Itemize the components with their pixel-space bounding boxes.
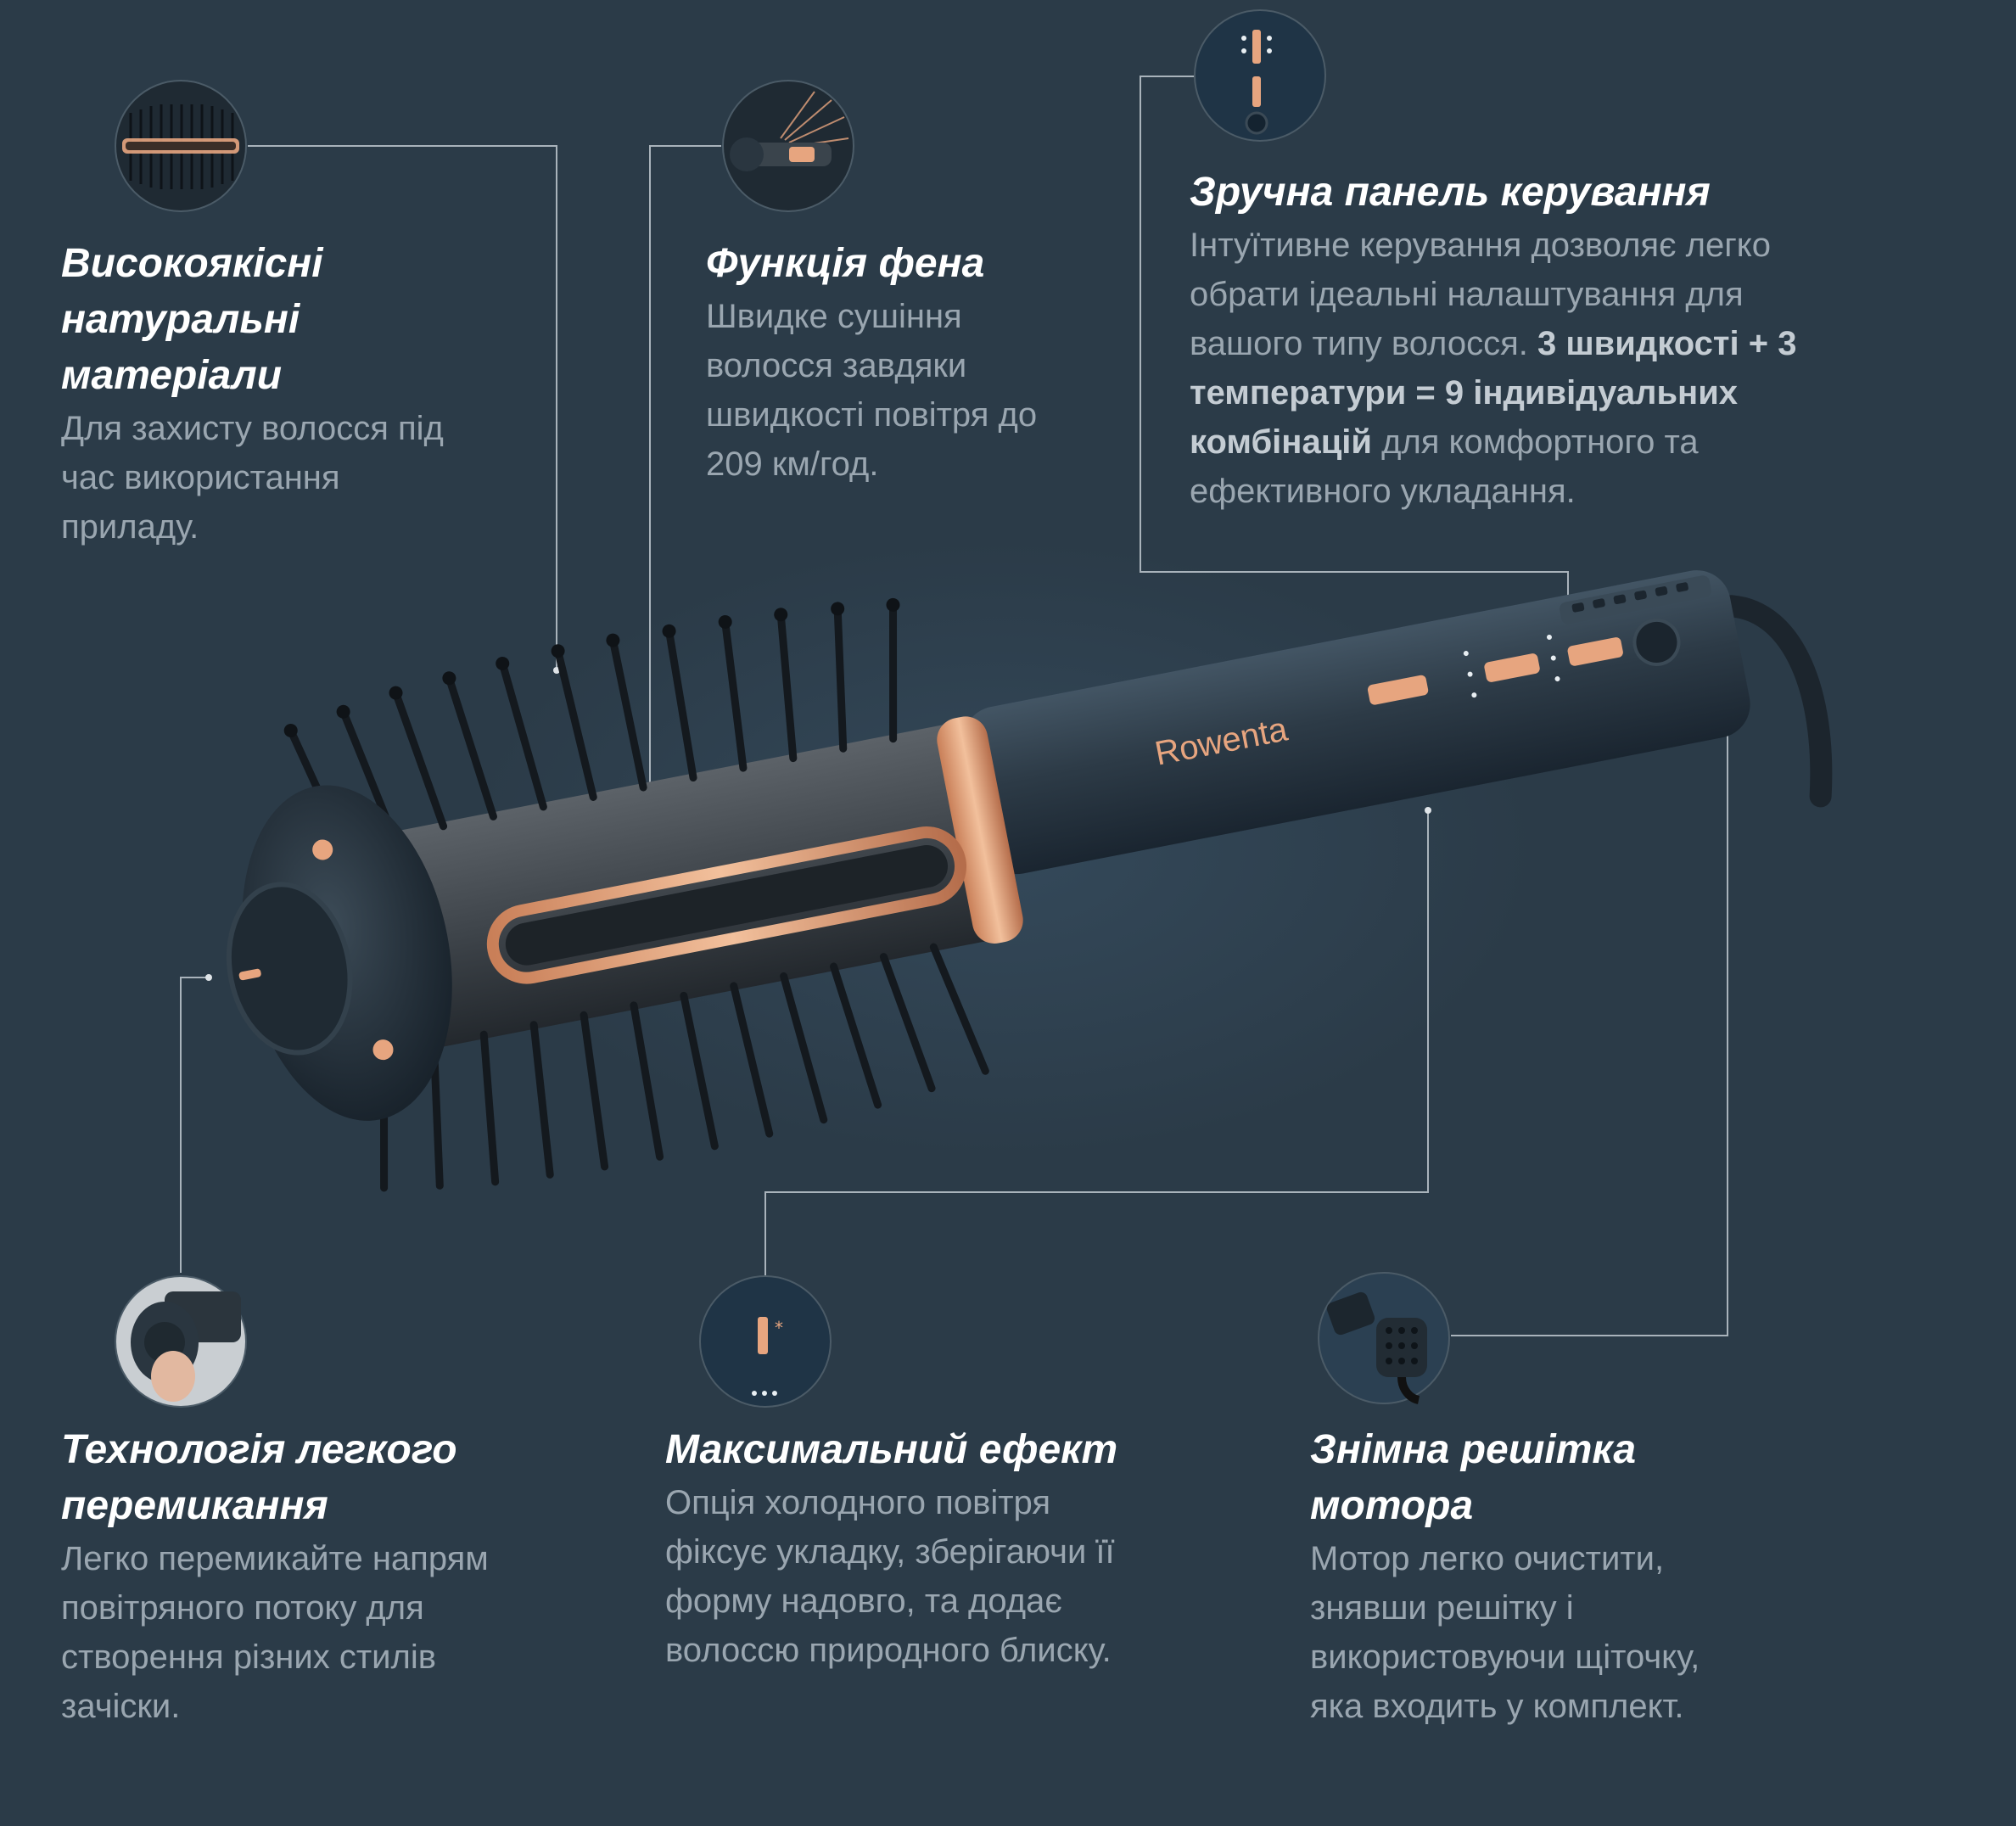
speed-button (1484, 653, 1540, 682)
motor-grille (1559, 575, 1711, 625)
feature-switch: Технологія легкого перемикання Легко пер… (61, 1422, 587, 1731)
feature-title: Знімна решітка мотора (1310, 1427, 1637, 1528)
thumb-cold-shot-icon: * (699, 1275, 832, 1408)
copper-vent (486, 826, 967, 984)
thumb-grille-icon (1318, 1272, 1450, 1404)
feature-title: Зручна панель керування (1190, 170, 1711, 215)
feature-control-panel: Зручна панель керування Інтуїтивне керув… (1190, 165, 1953, 516)
thumb-materials-icon (115, 80, 247, 212)
copper-band (937, 716, 1023, 944)
feature-description: Мотор легко очистити, знявши решітку і в… (1310, 1540, 1700, 1725)
handle (963, 570, 1750, 875)
cold-shot-button (1367, 675, 1429, 705)
callout-line-cold (764, 810, 1429, 1307)
callout-line-dryer (649, 145, 721, 870)
thumb-dryer-icon (722, 80, 854, 212)
bristles (287, 601, 989, 1192)
brush-barrel (297, 721, 1022, 1064)
feature-description: Швидке сушіння волосся завдяки швидкості… (706, 298, 1038, 483)
thumb-switch-icon (115, 1275, 247, 1408)
power-cord (1720, 595, 1833, 808)
callout-line-grille (1451, 642, 1728, 1336)
feature-description: Легко перемикайте напрям повітряного пот… (61, 1540, 489, 1725)
feature-description: Інтуїтивне керування дозволяє легко обра… (1190, 227, 1797, 510)
feature-description: Для захисту волосся під час використання… (61, 410, 444, 546)
rotation-knob (226, 882, 353, 1056)
feature-grille: Знімна решітка мотора Мотор легко очисти… (1310, 1422, 1836, 1731)
feature-title: Технологія легкого перемикання (61, 1427, 457, 1528)
power-button (1632, 618, 1681, 666)
thumb-control-panel-icon (1194, 9, 1326, 142)
feature-title: Максимальний ефект (665, 1427, 1118, 1472)
callout-line-materials (248, 145, 557, 670)
temperature-button (1567, 637, 1623, 666)
feature-title: Високоякісні натуральні матеріали (61, 241, 323, 398)
airflow-direction-icon (312, 839, 394, 1061)
feature-cold-shot: Максимальний ефект Опція холодного повіт… (665, 1422, 1208, 1675)
feature-description: Опція холодного повітря фіксує укладку, … (665, 1484, 1115, 1669)
feature-materials: Високоякісні натуральні матеріали Для за… (61, 236, 536, 552)
callout-line-switch (180, 977, 209, 1273)
feature-dryer: Функція фена Швидке сушіння волосся завд… (706, 236, 1147, 489)
svg-text:*: * (775, 1318, 783, 1338)
feature-title: Функція фена (706, 241, 985, 286)
